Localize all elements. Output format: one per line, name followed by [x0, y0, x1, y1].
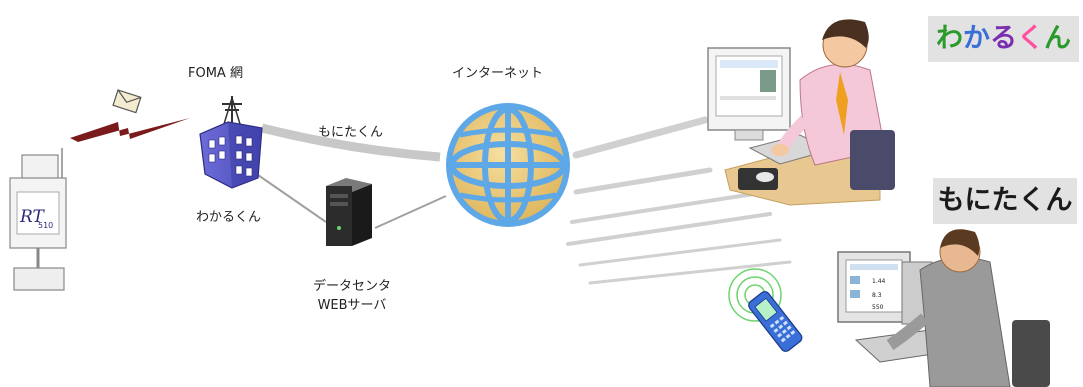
internet-globe-icon	[446, 103, 570, 227]
pc-user-wakarukun-icon	[707, 19, 895, 206]
web-server-icon	[326, 178, 372, 246]
pc-user-monitakun-icon	[837, 229, 1050, 387]
logger-model-text: RT	[19, 207, 46, 227]
foma-tower-building-icon	[199, 96, 263, 189]
link-server-internet	[374, 195, 447, 229]
reading-3: 550	[872, 304, 884, 311]
foma-network-label: FOMA 網	[188, 66, 243, 81]
wakarukun-brand-box: わかるくん	[928, 16, 1079, 62]
wireless-bolt-icon	[70, 118, 190, 142]
web-server-text: WEBサーバ	[317, 298, 387, 313]
monitakun-link-label: もにたくん	[318, 125, 384, 140]
data-logger-icon: RT 510	[9, 148, 67, 291]
connection-lines	[257, 123, 447, 229]
wakarukun-char-3: る	[990, 23, 1017, 54]
reading-1: 1.44	[872, 278, 886, 285]
wakarukun-char-5: ん	[1044, 23, 1071, 54]
wakarukun-char-4: く	[1017, 23, 1044, 54]
datacenter-label: データセンタ WEBサーバ	[302, 277, 402, 315]
mail-envelope-icon	[112, 89, 142, 114]
monitakun-brand-box: もにたくん	[933, 178, 1077, 224]
mobile-phone-icon	[728, 268, 803, 352]
reading-2: 8.3	[872, 292, 882, 299]
logger-number-text: 510	[38, 221, 53, 230]
internet-label: インターネット	[452, 66, 544, 81]
wakarukun-char-1: わ	[936, 23, 963, 54]
link-tower-internet	[260, 123, 441, 162]
wakarukun-link-label: わかるくん	[196, 210, 262, 225]
wakarukun-char-2: か	[963, 23, 990, 54]
link-tower-server	[257, 174, 327, 223]
datacenter-text: データセンタ	[312, 279, 391, 294]
speed-streaks	[566, 116, 792, 285]
